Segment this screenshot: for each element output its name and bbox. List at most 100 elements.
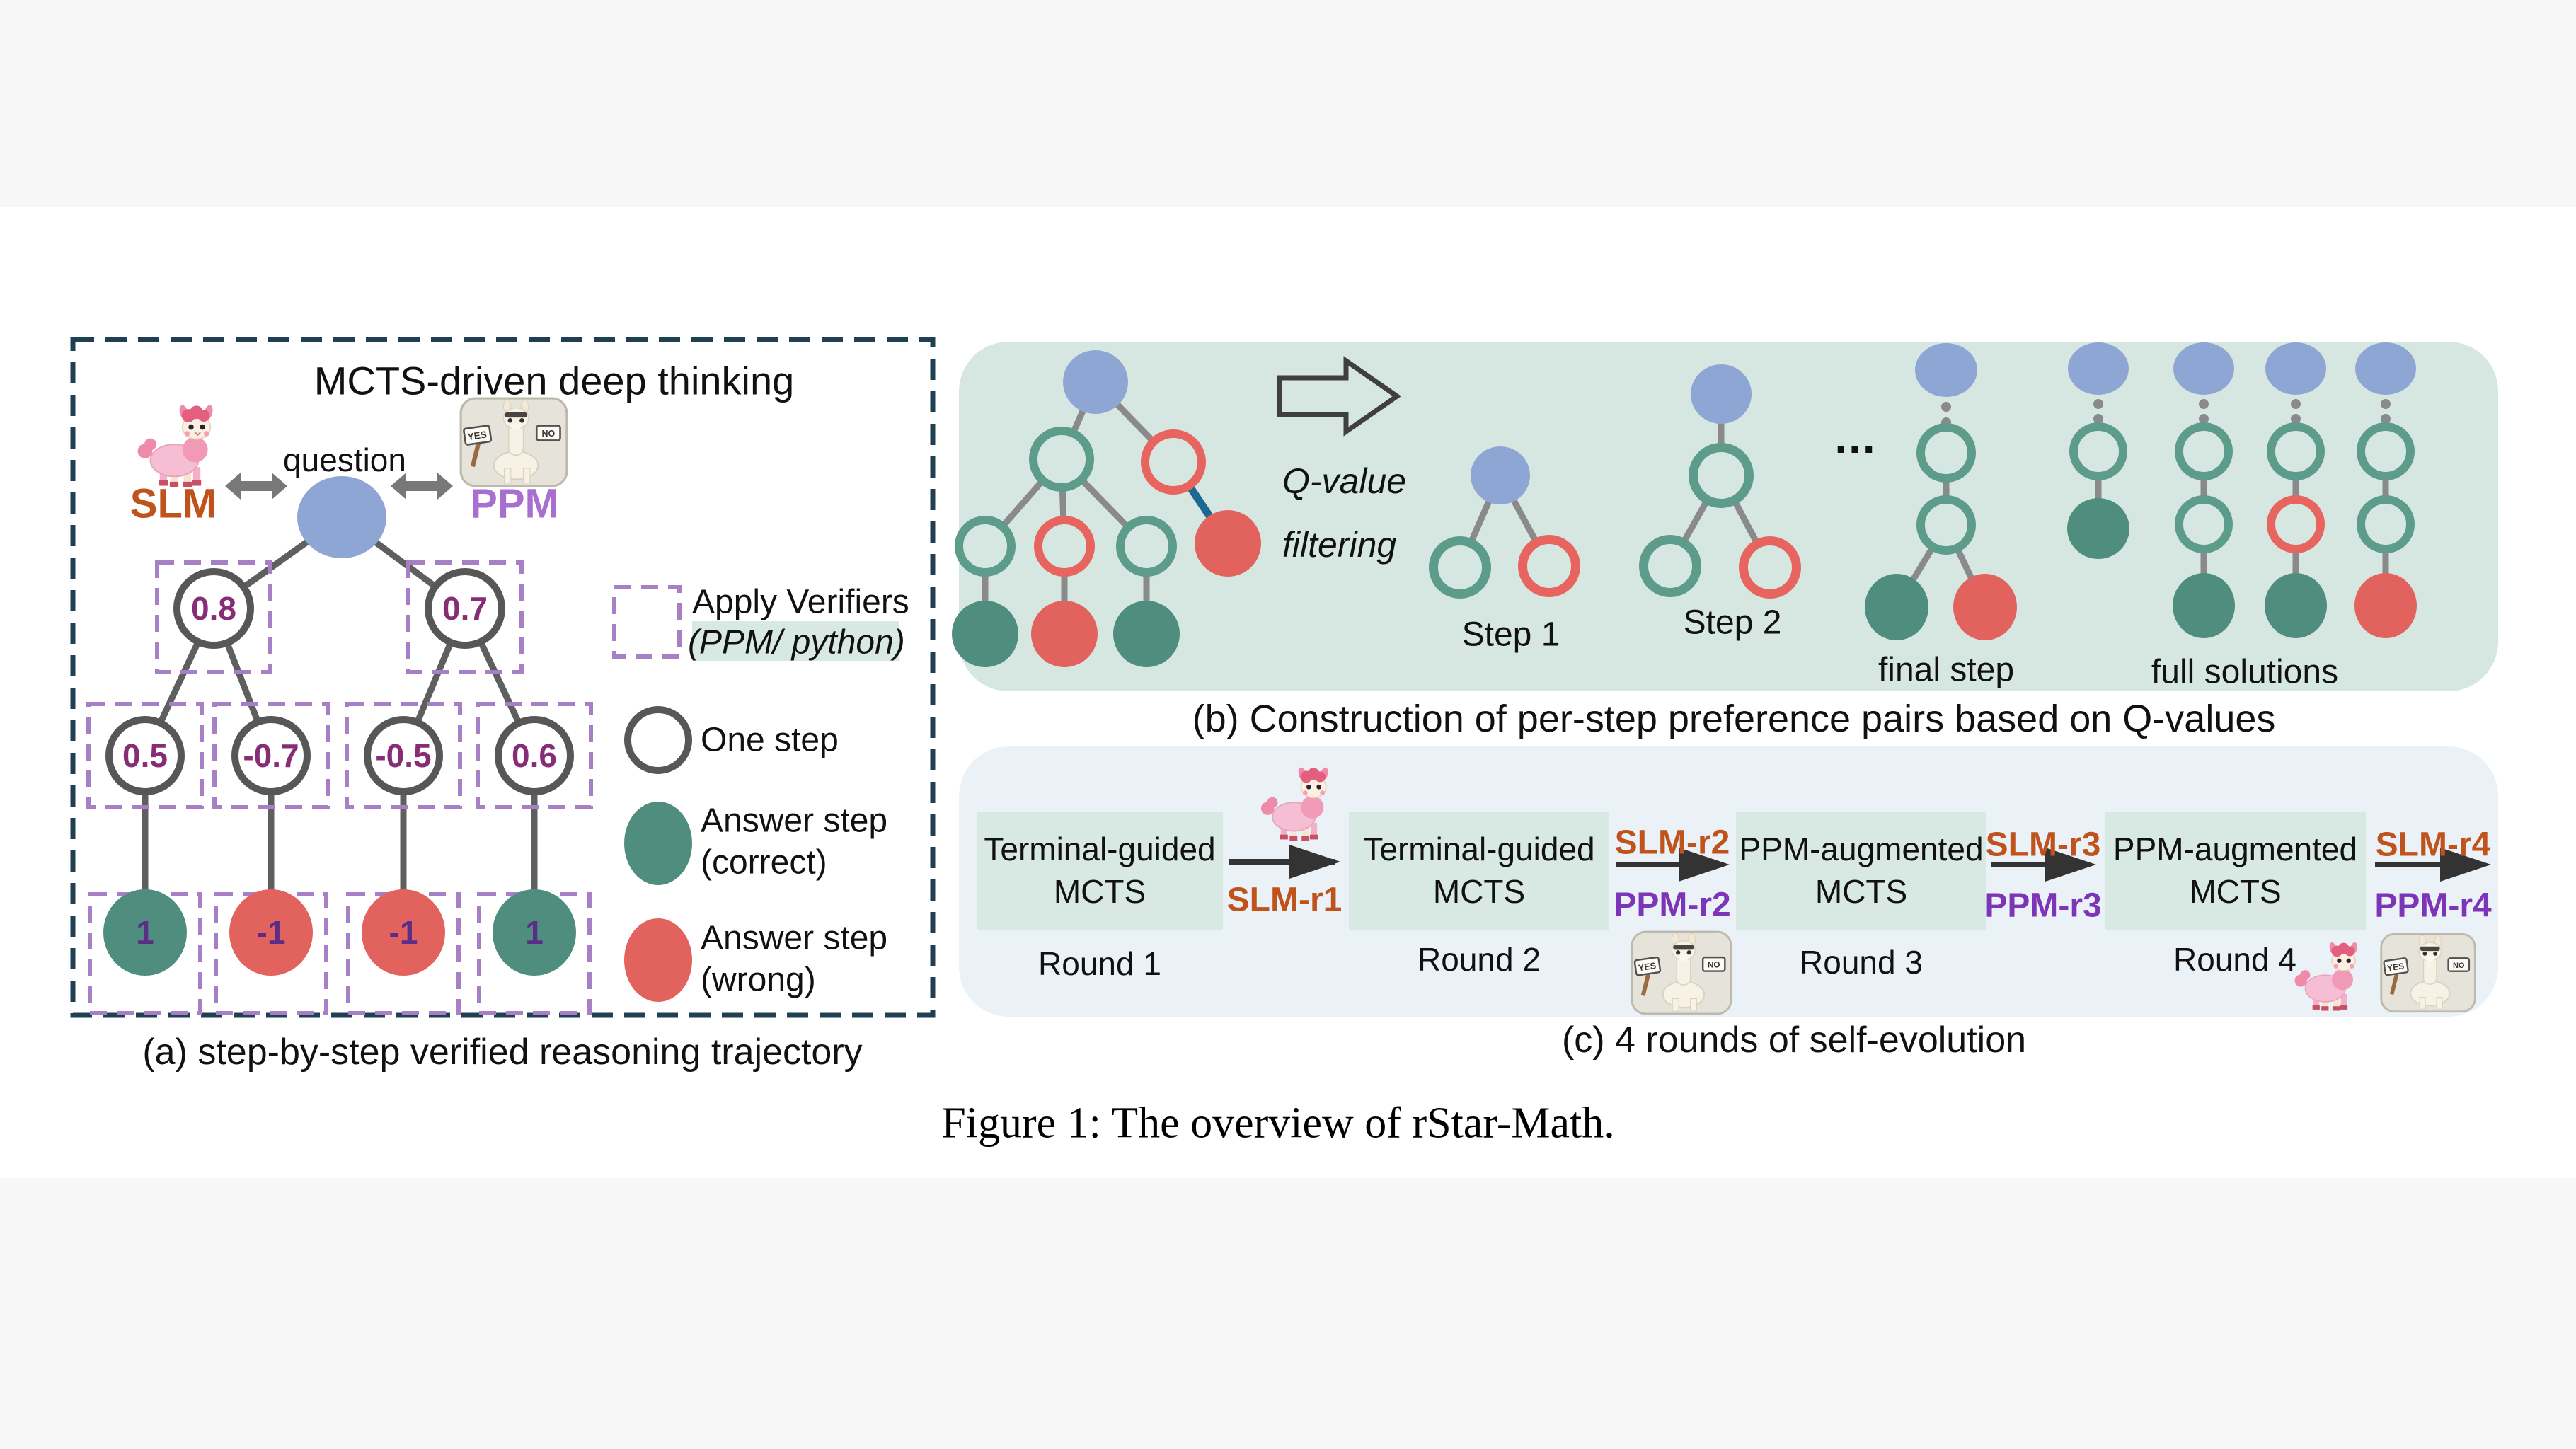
solution-step-node [2175, 495, 2233, 553]
finalstep-step-node [1916, 423, 1976, 483]
qvalue-filtering-arrow-icon [1277, 356, 1402, 437]
solution-root-node [2068, 342, 2129, 395]
no-sign-text: NO [2453, 962, 2465, 970]
solution-correct-node [2265, 573, 2327, 638]
verifier-dashed-boxes [86, 560, 682, 1015]
figure-caption: Figure 1: The overview of rStar-Math. [941, 1099, 1615, 1148]
step2-correct-node [1639, 535, 1701, 597]
step1-correct-node [1429, 536, 1491, 599]
panel-c-round-arrows [1229, 845, 2491, 882]
round2-label: Round 2 [1418, 941, 1541, 978]
round4-box-line1: PPM-augmented [2112, 831, 2358, 868]
panel-b-caption: (b) Construction of per-step preference … [1192, 698, 2276, 740]
legend-one-step-icon [624, 706, 692, 774]
slm-llama-icon [133, 400, 226, 490]
finalstep-root-node [1915, 343, 1977, 397]
round3-mcts-box: PPM-augmented MCTS [1736, 812, 1986, 930]
finalstep-step-node [1916, 495, 1976, 555]
step-node: 0.8 [173, 568, 254, 649]
slm-llama-icon [1257, 758, 1340, 848]
ppm-r4-label: PPM-r4 [2374, 887, 2492, 925]
legend-correct-label-1: Answer step [701, 802, 888, 840]
round2-box-line1: Terminal-guided [1363, 831, 1595, 868]
panel-a-caption: (a) step-by-step verified reasoning traj… [142, 1032, 863, 1073]
solution-root-node [2355, 342, 2416, 395]
answer-node-wrong: -1 [362, 889, 445, 976]
final-step-label: final step [1878, 651, 2015, 689]
step2-label: Step 2 [1683, 604, 1782, 642]
round1-box-line1: Terminal-guided [984, 831, 1216, 868]
ppm-llama-icon: YES NO [2379, 929, 2477, 1017]
step-node: 0.7 [425, 568, 505, 649]
step2-wrong-node [1739, 536, 1801, 599]
round4-box-line2: MCTS [2189, 873, 2282, 910]
step-node: 0.5 [105, 716, 185, 795]
solution-step-node [2069, 422, 2127, 480]
round3-box-line1: PPM-augmented [1739, 831, 1984, 868]
solution-step-node [2357, 422, 2415, 480]
slm-r1-label: SLM-r1 [1226, 881, 1342, 919]
round2-mcts-box: Terminal-guided MCTS [1349, 812, 1609, 930]
yes-sign-text: YES [2386, 961, 2405, 973]
round1-label: Round 1 [1038, 945, 1161, 982]
slm-r3-label: SLM-r3 [1985, 826, 2101, 864]
legend-wrong-icon [624, 918, 692, 1002]
tree-ellipsis-dots [1941, 399, 2391, 427]
round3-label: Round 3 [1800, 944, 1923, 981]
step-node: -0.5 [364, 716, 443, 795]
solution-step-node [2267, 422, 2325, 480]
round1-mcts-box: Terminal-guided MCTS [977, 812, 1223, 930]
finalstep-correct-node [1865, 574, 1928, 640]
step2-step-node [1689, 443, 1754, 508]
ppm-llama-icon: YES NO [459, 396, 569, 488]
step1-label: Step 1 [1461, 616, 1560, 654]
panel-a-dashed-border [70, 337, 936, 1018]
legend-apply-verifiers: Apply Verifiers [692, 583, 909, 621]
legend-correct-icon [624, 802, 692, 885]
tree-node-wrong-open [1141, 429, 1206, 495]
full-solutions-label: full solutions [2151, 653, 2339, 691]
step1-root-node [1471, 446, 1530, 504]
solution-correct-node [2067, 498, 2129, 559]
tree-node-correct-open [955, 516, 1016, 577]
round2-box-line2: MCTS [1432, 873, 1526, 910]
ppm-r2-label: PPM-r2 [1614, 886, 1731, 924]
qvalue-filtering-label-2: filtering [1282, 525, 1397, 565]
tree-node-wrong-filled [1195, 510, 1261, 577]
legend-one-step-label: One step [701, 721, 839, 759]
solution-root-node [2265, 342, 2326, 395]
step2-root-node [1691, 364, 1752, 424]
panel-a-title: MCTS-driven deep thinking [314, 358, 795, 403]
ppm-llama-icon: YES NO [1630, 929, 1733, 1017]
panel-c-caption: (c) 4 rounds of self-evolution [1561, 1020, 2027, 1061]
tree-node-correct-filled [1113, 601, 1180, 667]
no-sign-text: NO [1708, 961, 1720, 970]
legend-highlight [692, 621, 899, 661]
ppm-r3-label: PPM-r3 [1984, 887, 2102, 925]
solution-wrong-open-node [2267, 495, 2325, 553]
step-node: 0.6 [495, 716, 574, 795]
solution-step-node [2357, 495, 2415, 553]
legend-correct-label-2: (correct) [701, 843, 827, 882]
steps-ellipsis: ... [1834, 412, 1877, 463]
ppm-label: PPM [470, 480, 559, 527]
round4-mcts-box: PPM-augmented MCTS [2105, 812, 2366, 930]
yes-sign-text: YES [1638, 961, 1657, 973]
solution-correct-node [2173, 573, 2235, 638]
answer-node-correct: 1 [103, 889, 187, 976]
round3-box-line2: MCTS [1815, 873, 1908, 910]
tree-node-wrong-open [1034, 516, 1095, 577]
slm-r2-label: SLM-r2 [1614, 824, 1730, 862]
legend-wrong-label-2: (wrong) [701, 961, 816, 999]
tree-root-node [1063, 350, 1128, 414]
solution-step-node [2175, 422, 2233, 480]
slm-llama-icon [2291, 934, 2369, 1017]
question-ppm-arrow-icon [391, 473, 453, 500]
top-margin-band [0, 0, 2576, 207]
answer-node-correct: 1 [493, 889, 576, 976]
bottom-margin-band [0, 1178, 2576, 1449]
yes-sign-text: YES [467, 429, 488, 442]
slm-question-arrow-icon [225, 473, 287, 500]
finalstep-wrong-node [1953, 574, 2017, 640]
